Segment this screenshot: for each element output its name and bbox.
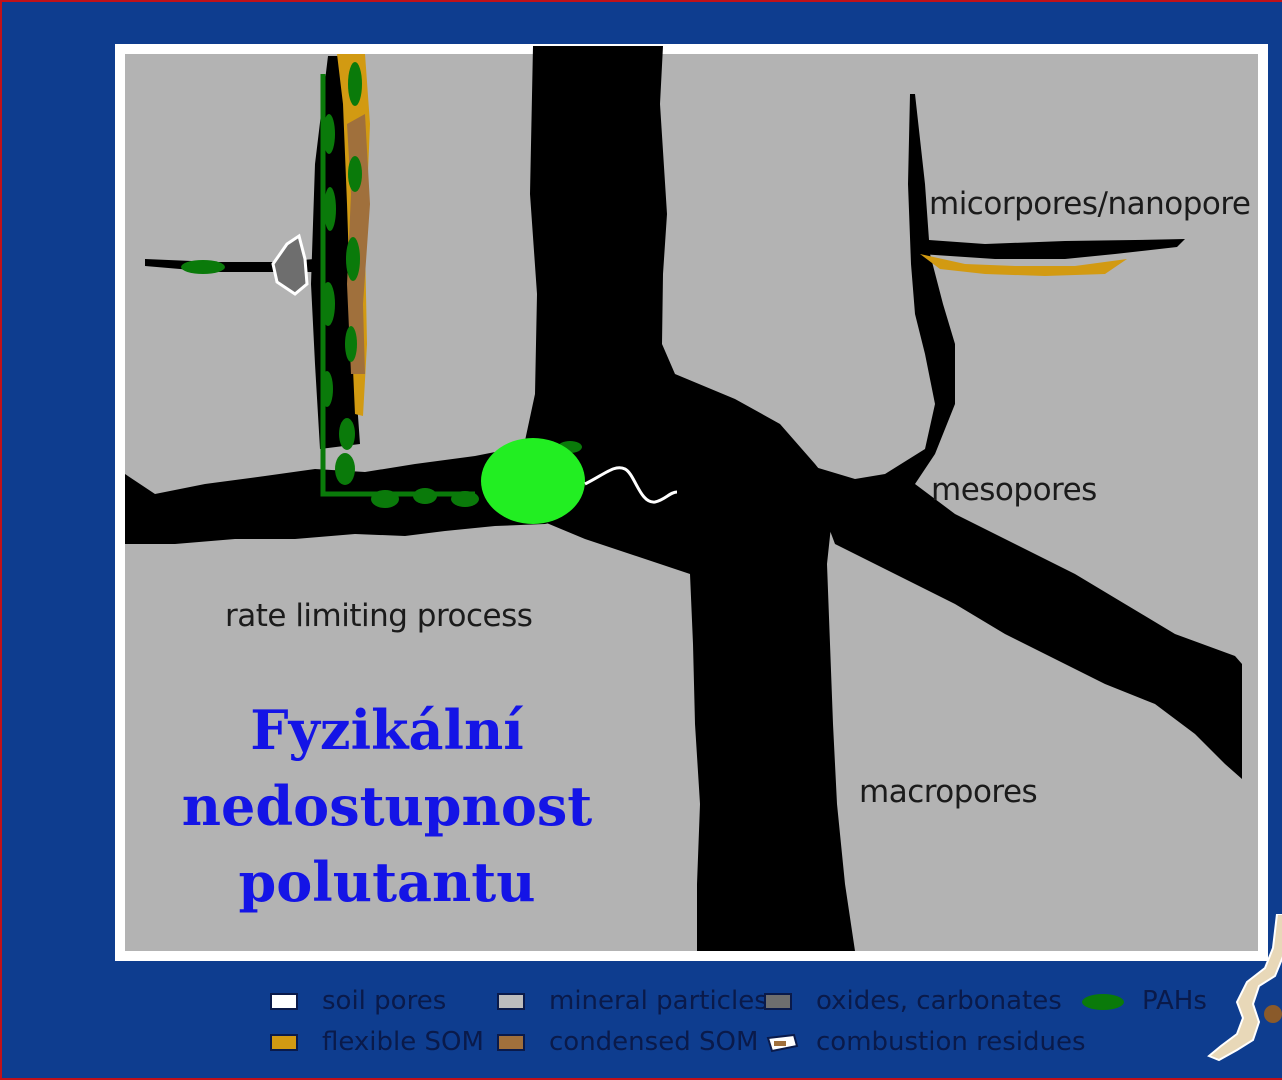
micropores-label: micorpores/nanopore: [929, 186, 1250, 222]
pah-small-left: [181, 260, 225, 274]
slide-title: Fyzikální nedostupnost polutantu: [152, 692, 622, 920]
legend-label: combustion residues: [816, 1025, 1086, 1059]
title-line-2: nedostupnost: [152, 768, 622, 844]
condensed-som-swatch: [497, 1034, 525, 1051]
legend-label: soil pores: [322, 984, 446, 1018]
title-line-3: polutantu: [152, 844, 622, 920]
corner-ornament-icon: [1207, 914, 1282, 1074]
legend-label: PAHs: [1142, 984, 1207, 1018]
oxides-swatch: [764, 993, 792, 1010]
pahs-swatch: [1082, 994, 1124, 1010]
mineral-particles-swatch: [497, 993, 525, 1010]
mesopores-label: mesopores: [931, 472, 1097, 508]
title-line-1: Fyzikální: [152, 692, 622, 768]
legend-label: mineral particles: [549, 984, 768, 1018]
rate-limiting-label: rate limiting process: [225, 598, 532, 634]
soil-pores-swatch: [270, 993, 298, 1010]
pollutant-blob: [481, 438, 585, 524]
legend-label: flexible SOM: [322, 1025, 484, 1059]
legend: soil pores mineral particles oxides, car…: [264, 982, 1224, 1072]
macropores-label: macropores: [859, 774, 1037, 810]
legend-label: condensed SOM: [549, 1025, 758, 1059]
flexible-som-swatch: [270, 1034, 298, 1051]
legend-label: oxides, carbonates: [816, 984, 1062, 1018]
combustion-residues-swatch: [764, 1032, 800, 1054]
